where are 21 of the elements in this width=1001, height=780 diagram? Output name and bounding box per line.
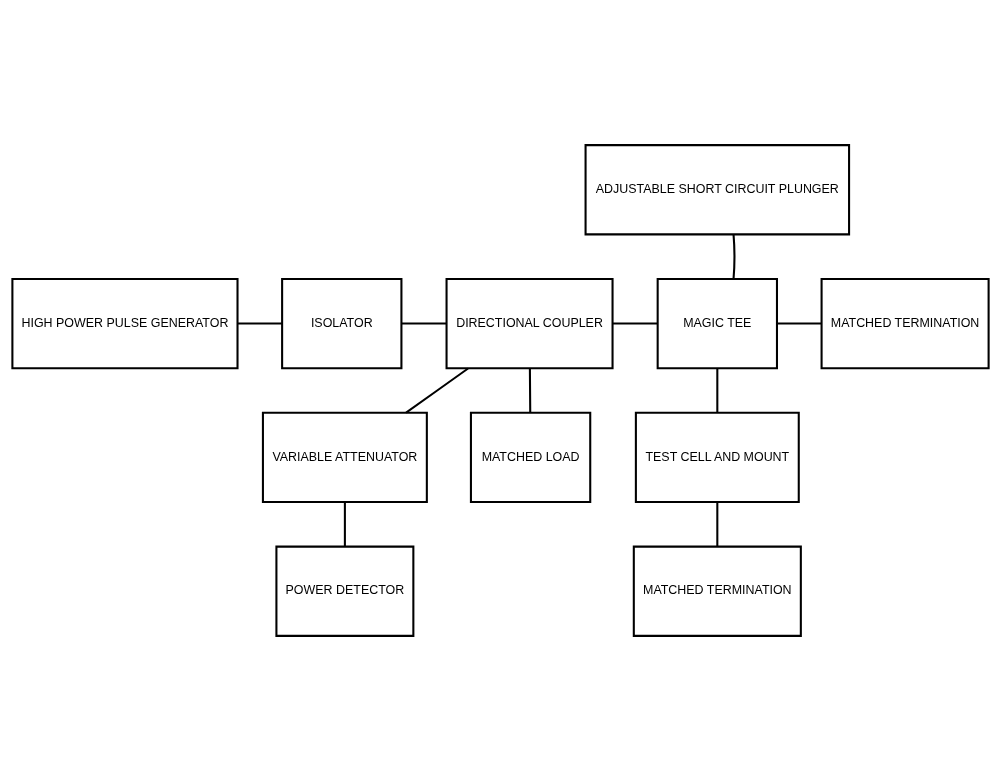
node-box: MATCHED TERMINATION xyxy=(632,545,802,637)
node-box: MATCHED TERMINATION xyxy=(820,277,990,369)
node-box: MATCHED LOAD xyxy=(469,411,592,503)
connector xyxy=(343,501,346,547)
node-box: POWER DETECTOR xyxy=(275,545,415,637)
node-box: VARIABLE ATTENUATOR xyxy=(261,411,428,503)
node-box: ADJUSTABLE SHORT CIRCUIT PLUNGER xyxy=(584,143,851,235)
node-box: TEST CELL AND MOUNT xyxy=(634,411,800,503)
node-box: ISOLATOR xyxy=(281,277,403,369)
connector xyxy=(732,234,736,279)
connector xyxy=(405,367,469,414)
connector xyxy=(401,322,447,325)
node-box: DIRECTIONAL COUPLER xyxy=(445,277,614,369)
node-box: HIGH POWER PULSE GENERATOR xyxy=(11,277,239,369)
connector xyxy=(716,501,719,547)
connector xyxy=(237,322,282,325)
node-box: MAGIC TEE xyxy=(656,277,778,369)
connector xyxy=(777,322,822,325)
connector xyxy=(528,368,532,413)
connector xyxy=(612,322,658,325)
connector xyxy=(716,368,719,413)
